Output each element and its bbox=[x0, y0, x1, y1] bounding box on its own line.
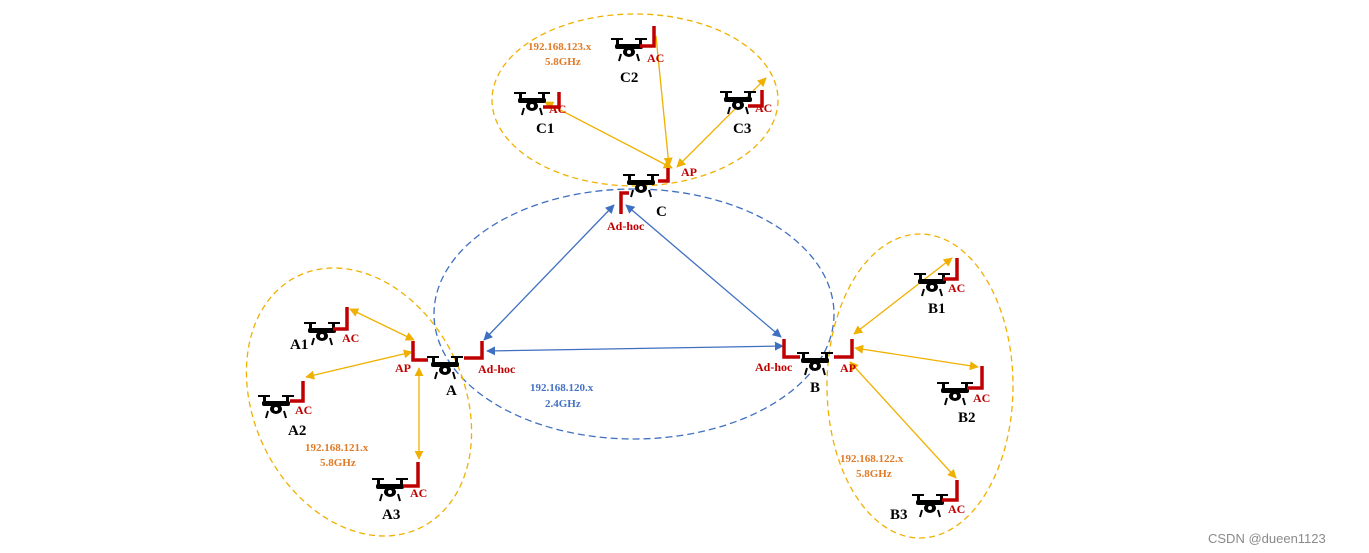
a1-ac-label: AC bbox=[342, 331, 359, 345]
drone-icon bbox=[303, 322, 341, 346]
antenna-icon bbox=[658, 168, 670, 183]
client-c3: AC C3 bbox=[719, 90, 772, 137]
c1-label: C1 bbox=[536, 121, 554, 137]
watermark: CSDN @dueen1123 bbox=[1208, 531, 1326, 546]
hub-a: AP Ad-hoc A bbox=[395, 341, 516, 399]
wifi-links bbox=[305, 35, 979, 479]
b2-label: B2 bbox=[958, 410, 976, 426]
hub-c-ap-label: AP bbox=[681, 165, 697, 179]
backbone-adhoc-area bbox=[433, 188, 835, 440]
backbone-subnet: 192.168.120.x bbox=[530, 382, 594, 394]
a2-label: A2 bbox=[288, 423, 306, 439]
antenna-icon bbox=[640, 26, 656, 48]
hub-a-ap-label: AP bbox=[395, 361, 411, 375]
antenna-icon bbox=[403, 462, 420, 488]
client-a2: AC A2 bbox=[257, 381, 312, 439]
a1-label: A1 bbox=[290, 337, 308, 353]
hub-b: Ad-hoc AP B bbox=[755, 339, 856, 396]
link-c-b bbox=[625, 204, 782, 338]
cluster-c-freq: 5.8GHz bbox=[545, 56, 581, 68]
b3-ac-label: AC bbox=[948, 502, 965, 516]
a2-ac-label: AC bbox=[295, 403, 312, 417]
antenna-icon bbox=[967, 366, 984, 390]
b1-label: B1 bbox=[928, 301, 946, 317]
hub-b-ap-label: AP bbox=[840, 361, 856, 375]
link-b-b3 bbox=[849, 361, 957, 479]
drone-icon bbox=[610, 38, 648, 62]
antenna-icon bbox=[619, 191, 629, 214]
b1-ac-label: AC bbox=[948, 281, 965, 295]
link-b-b1 bbox=[853, 257, 953, 335]
drone-icon bbox=[257, 395, 295, 419]
cluster-c-subnet: 192.168.123.x bbox=[528, 41, 592, 53]
c3-label: C3 bbox=[733, 121, 751, 137]
c3-ac-label: AC bbox=[755, 101, 772, 115]
a3-ac-label: AC bbox=[410, 486, 427, 500]
cluster-b-area bbox=[826, 233, 1014, 539]
antenna-icon bbox=[290, 381, 305, 403]
cluster-a-area bbox=[245, 267, 473, 537]
cluster-b-subnet: 192.168.122.x bbox=[840, 453, 904, 465]
link-b-b2 bbox=[854, 344, 979, 371]
antenna-icon bbox=[782, 339, 800, 359]
cluster-a-freq: 5.8GHz bbox=[320, 457, 356, 469]
drone-icon bbox=[719, 91, 757, 115]
cluster-b-freq: 5.8GHz bbox=[856, 468, 892, 480]
antenna-icon bbox=[411, 341, 428, 362]
link-a-a2 bbox=[305, 349, 413, 380]
link-c-c2 bbox=[655, 35, 673, 167]
antenna-icon bbox=[333, 307, 349, 331]
b2-ac-label: AC bbox=[973, 391, 990, 405]
link-a-b bbox=[486, 341, 784, 356]
drone-icon bbox=[371, 478, 409, 502]
link-a-c bbox=[483, 204, 615, 341]
hub-c: AP C Ad-hoc bbox=[607, 165, 697, 233]
antenna-icon bbox=[942, 480, 959, 502]
hub-b-label: B bbox=[810, 380, 820, 396]
client-c1: AC C1 bbox=[513, 92, 566, 137]
client-b3: AC B3 bbox=[890, 480, 965, 523]
client-c2: AC C2 bbox=[610, 26, 664, 86]
c2-label: C2 bbox=[620, 70, 638, 86]
backbone-freq: 2.4GHz bbox=[545, 398, 581, 410]
antenna-icon bbox=[834, 339, 854, 359]
drone-icon bbox=[426, 356, 464, 380]
cluster-a-subnet: 192.168.121.x bbox=[305, 442, 369, 454]
client-b1: AC B1 bbox=[913, 258, 965, 317]
hub-c-adhoc-label: Ad-hoc bbox=[607, 219, 645, 233]
link-c-c1 bbox=[544, 101, 673, 169]
client-a1: AC A1 bbox=[290, 307, 359, 353]
b3-label: B3 bbox=[890, 507, 908, 523]
drone-icon bbox=[513, 92, 551, 116]
a3-label: A3 bbox=[382, 507, 400, 523]
hub-a-adhoc-label: Ad-hoc bbox=[478, 362, 516, 376]
hub-a-label: A bbox=[446, 383, 457, 399]
backbone-links bbox=[483, 204, 784, 356]
c1-ac-label: AC bbox=[549, 102, 566, 116]
antenna-icon bbox=[943, 258, 959, 281]
antenna-icon bbox=[464, 341, 484, 360]
hub-c-label: C bbox=[656, 204, 667, 220]
cluster-c-area bbox=[491, 13, 779, 187]
c2-ac-label: AC bbox=[647, 51, 664, 65]
link-a-a1 bbox=[349, 308, 415, 341]
hub-b-adhoc-label: Ad-hoc bbox=[755, 360, 793, 374]
client-a3: AC A3 bbox=[371, 462, 427, 523]
antenna-icon bbox=[543, 92, 561, 109]
antenna-icon bbox=[748, 90, 764, 108]
client-b2: AC B2 bbox=[936, 366, 990, 426]
